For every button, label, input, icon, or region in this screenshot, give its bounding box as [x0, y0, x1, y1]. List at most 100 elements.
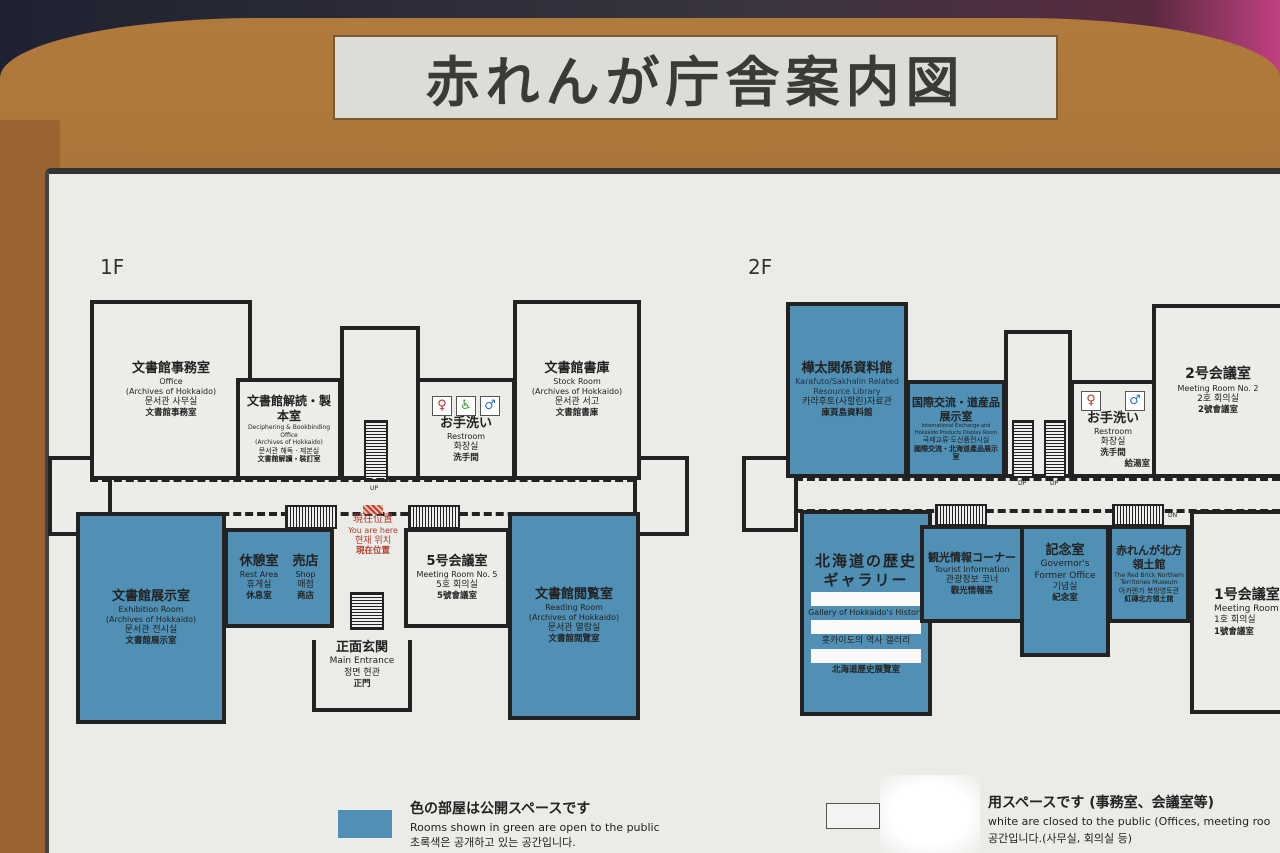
- room-name-ko: 5호 회의실: [436, 580, 478, 591]
- stairs: [1044, 420, 1066, 478]
- corridor-wall-top: [795, 477, 1280, 481]
- room-name-en: Restroom: [1093, 426, 1133, 436]
- room-name: 5号会議室: [426, 553, 488, 569]
- legend-closed-swatch: [826, 803, 880, 829]
- room-name-zh: 休息室: [246, 591, 272, 602]
- glare-patch: [811, 619, 921, 634]
- room-name-zh: 洗手間: [453, 453, 479, 464]
- room-northern-territories: 赤れんが北方領土館 The Red Brick Northern Territo…: [1108, 525, 1190, 623]
- room-name-ko: 1호 회의실: [1214, 615, 1256, 626]
- room-name: 売店: [292, 553, 319, 569]
- stairs: [1012, 420, 1034, 478]
- room-name-en: The Red Brick Northern Territories Museu…: [1114, 571, 1184, 587]
- room-name-zh: 2號會議室: [1198, 405, 1238, 416]
- you-are-here-jp: 現在位置: [353, 514, 393, 525]
- legend-closed-jp: 用スペースです (事務室、会議室等): [988, 795, 1214, 811]
- room-meeting-1: 1号会議室 Meeting Room 1호 회의실 1號會議室: [1190, 510, 1280, 714]
- room-name-ko: 아카렌가 북방영토관: [1118, 586, 1180, 595]
- room-governor: 記念室 Governor's Former Office 기념실 紀念室: [1020, 525, 1110, 657]
- room-name-en: Office: [159, 377, 183, 387]
- you-are-here-ko: 현재 위치: [355, 535, 391, 546]
- room-stock: 文書館書庫 Stock Room (Archives of Hokkaido) …: [513, 300, 641, 480]
- room-name-zh: 紀念室: [1052, 593, 1078, 603]
- stairs: [285, 505, 337, 529]
- stairs-label: DN: [1168, 512, 1178, 519]
- room-name-zh: 商店: [297, 591, 315, 602]
- room-name: 文書館解読・製本室: [246, 394, 331, 423]
- stairs: [1112, 504, 1164, 526]
- room-name-en: Karafuto/Sakhalin Related Resource Libra…: [795, 377, 899, 397]
- room-name-zh: 庫頁島資料館: [821, 408, 873, 419]
- legend-public: 色の部屋は公開スペースです Rooms shown in green are o…: [410, 800, 660, 850]
- room-name-en: Meeting Room: [1214, 604, 1279, 615]
- wing-right: [633, 456, 689, 536]
- room-name-zh: 觀光情報區: [950, 586, 994, 597]
- room-name-en: Meeting Room No. 2: [1177, 383, 1259, 393]
- room-name: お手洗い: [439, 415, 492, 431]
- corridor-wall-bottom: [795, 509, 1280, 513]
- legend-public-en: Rooms shown in green are open to the pub…: [410, 820, 660, 834]
- room-name: 正面玄関: [335, 640, 388, 655]
- room-name-en: Reading Room: [545, 603, 603, 613]
- room-restroom-1f: ♀♿♂ お手洗い Restroom 화장실 洗手間: [416, 378, 516, 480]
- room-name-ko: 기념실: [1052, 581, 1078, 592]
- female-restroom-icon: ♀: [1081, 390, 1101, 411]
- glare-patch: [811, 591, 921, 606]
- legend-public-swatch: [338, 810, 392, 838]
- room-meeting-2: 2号会議室 Meeting Room No. 2 2호 회의실 2號會議室: [1152, 304, 1280, 478]
- you-are-here-marker: 現在位置 You are here 현재 위치 現在位置: [340, 505, 406, 557]
- accessible-restroom-icon: ♿: [456, 395, 476, 416]
- room-exhibition: 文書館展示室 Exhibition Room (Archives of Hokk…: [76, 512, 226, 724]
- room-name: 赤れんが北方領土館: [1116, 544, 1182, 571]
- you-are-here-icon: [363, 505, 383, 514]
- room-restroom-2f: ♀♂ お手洗い Restroom 화장실 洗手間 給湯室: [1070, 380, 1156, 478]
- room-name-ko: 화장실: [1100, 436, 1126, 447]
- room-name-en: Meeting Room No. 5: [416, 570, 498, 580]
- legend-public-jp: 色の部屋は公開スペースです: [410, 801, 591, 817]
- room-gallery: 北海道の歴史ギャラリー Gallery of Hokkaido's Histor…: [800, 510, 932, 716]
- room-name-en: Stock Room: [553, 377, 601, 387]
- room-name: 記念室: [1045, 543, 1085, 558]
- room-name-en: Main Entrance: [329, 656, 395, 667]
- room-name: 1号会議室: [1214, 586, 1280, 603]
- room-name-ko: 카라후토(사할린)자료관: [802, 397, 892, 408]
- room-name-ko: 휴게실: [246, 580, 272, 591]
- room-name-zh: 文書館展示室: [125, 636, 177, 647]
- room-name-en: Exhibition Room: [118, 605, 184, 615]
- room-name-en-sub: (Archives of Hokkaido): [255, 439, 323, 446]
- room-name-kitchenette: 給湯室: [1124, 458, 1150, 469]
- room-name-en: Deciphering & Bookbinding Office: [247, 424, 331, 439]
- room-name: 文書館書庫: [544, 360, 610, 376]
- room-name-ko: 국제교류·도산품전시실: [922, 435, 990, 444]
- male-restroom-icon: ♂: [480, 395, 500, 416]
- room-name-ko: 홋카이도의 역사 갤러리: [821, 635, 911, 646]
- room-name-ko: 매점: [297, 580, 314, 591]
- room-name: 2号会議室: [1185, 366, 1251, 383]
- room-international: 国際交流・道産品展示室 International Exchange and H…: [906, 380, 1006, 478]
- male-restroom-icon: ♂: [1125, 390, 1145, 411]
- room-name-en: Gallery of Hokkaido's History: [808, 607, 924, 617]
- room-name: 文書館閲覧室: [534, 586, 613, 602]
- title-plate: 赤れんが庁舎案内図: [333, 35, 1058, 120]
- room-name-en: Rest Area: [239, 570, 279, 580]
- room-name: 北海道の歴史ギャラリー: [814, 552, 917, 589]
- room-name-zh: 正門: [353, 678, 371, 689]
- room-name-zh: 紅磚北方領土館: [1124, 595, 1174, 604]
- room-name: 文書館展示室: [111, 588, 190, 604]
- room-name-en: Shop: [295, 570, 316, 580]
- room-name: お手洗い: [1086, 410, 1139, 426]
- room-name-en-sub: (Archives of Hokkaido): [531, 387, 623, 397]
- main-entrance: 正面玄関 Main Entrance 정면 현관 正門: [312, 640, 412, 712]
- room-name: 文書館事務室: [131, 360, 210, 376]
- floor-label-1f: 1F: [100, 255, 125, 279]
- room-name-ko: 문서관 서고: [554, 397, 600, 408]
- room-name: 国際交流・道産品展示室: [912, 395, 1000, 423]
- corridor-wall-bottom: [90, 512, 635, 516]
- room-name-en: Governor's Former Office: [1034, 559, 1096, 581]
- legend-closed-ko: 공간입니다.(사무실, 회의실 등): [988, 831, 1133, 845]
- stairs: [350, 592, 384, 630]
- room-name-en: Restroom: [446, 432, 486, 442]
- room-name: 観光情報コーナー: [928, 551, 1016, 565]
- stairs-label: DP: [1018, 480, 1027, 487]
